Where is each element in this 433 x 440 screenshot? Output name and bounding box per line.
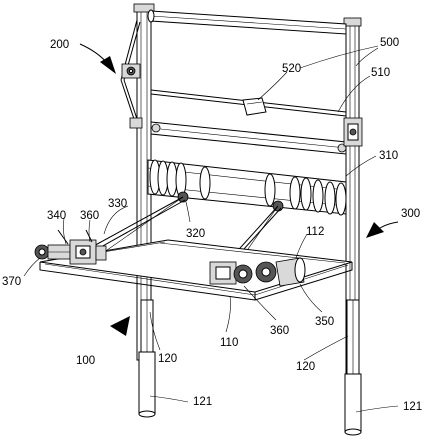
label-340: 340 <box>47 210 66 222</box>
left-leg <box>138 299 156 418</box>
label-350: 350 <box>315 316 334 328</box>
slider-block <box>242 97 267 116</box>
platform-frame <box>39 239 353 301</box>
label-360-right: 360 <box>270 325 289 337</box>
label-330: 330 <box>108 198 127 210</box>
label-112: 112 <box>306 226 324 238</box>
label-520: 520 <box>282 63 301 75</box>
label-200: 200 <box>50 39 69 51</box>
lower-crossbar <box>150 121 347 155</box>
label-500: 500 <box>380 37 399 49</box>
leader-lines <box>23 45 399 413</box>
label-121-left: 121 <box>193 396 212 408</box>
top-roller <box>147 9 347 35</box>
label-120-right: 120 <box>296 361 315 373</box>
right-clamp <box>343 117 363 147</box>
label-510: 510 <box>371 67 390 79</box>
label-320: 320 <box>186 228 205 240</box>
label-100: 100 <box>76 355 95 367</box>
right-leg <box>344 299 362 436</box>
label-310: 310 <box>379 150 398 162</box>
arrow-300 <box>366 221 399 238</box>
arrow-200 <box>79 43 116 74</box>
arrow-100 <box>110 316 130 336</box>
roller-assembly <box>147 159 347 216</box>
label-120-left: 120 <box>158 353 177 365</box>
label-360-left: 360 <box>80 210 99 222</box>
right-drive-unit <box>209 257 306 287</box>
reference-labels: 200 500 520 510 310 330 340 360 320 300 … <box>2 37 422 413</box>
left-linkage-arm <box>120 19 143 129</box>
label-300: 300 <box>401 208 420 220</box>
label-370: 370 <box>2 276 21 288</box>
label-110: 110 <box>220 337 238 349</box>
left-drive-unit <box>34 229 107 265</box>
label-121-right: 121 <box>403 401 422 413</box>
